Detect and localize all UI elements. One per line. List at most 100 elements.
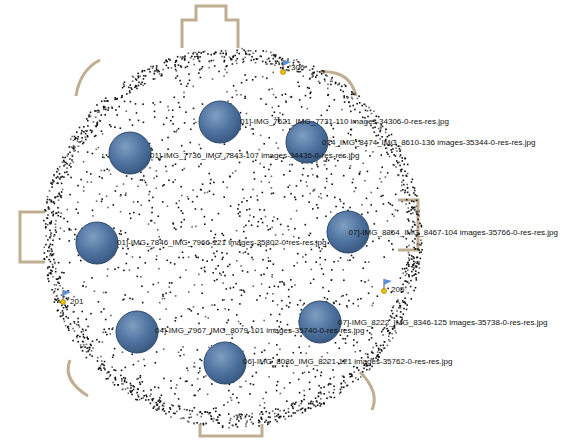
cloud-point (361, 214, 363, 216)
cloud-point (195, 208, 197, 210)
cloud-point (385, 148, 387, 150)
cloud-point (235, 60, 237, 62)
cloud-point (407, 173, 409, 175)
cloud-point (154, 78, 156, 80)
cloud-point (77, 212, 79, 214)
cloud-point (51, 221, 53, 223)
cloud-point (189, 417, 191, 419)
cloud-point (77, 318, 79, 320)
cloud-point (58, 199, 60, 201)
cloud-point (289, 302, 291, 304)
cloud-point (303, 390, 305, 392)
cloud-point (142, 70, 144, 72)
cloud-point (88, 350, 90, 352)
cloud-point (245, 53, 247, 55)
cloud-point (123, 377, 125, 379)
cloud-point (305, 254, 307, 256)
cloud-point (51, 289, 53, 291)
cloud-point (259, 295, 261, 297)
cloud-point (189, 80, 191, 82)
cloud-point (238, 420, 240, 422)
cloud-point (182, 213, 184, 215)
cloud-point (55, 268, 57, 270)
cloud-point (140, 276, 142, 278)
cloud-point (86, 337, 88, 339)
cloud-point (154, 406, 156, 408)
cloud-point (50, 253, 52, 255)
cloud-point (394, 165, 396, 167)
cloud-point (57, 310, 59, 312)
cloud-point (323, 403, 325, 405)
cloud-point (135, 85, 137, 87)
cloud-point (63, 230, 65, 232)
cloud-point (178, 207, 180, 209)
cloud-point (44, 252, 46, 254)
cloud-point (101, 170, 103, 172)
cloud-point (350, 111, 352, 113)
cloud-point (343, 97, 345, 99)
cloud-point (53, 211, 55, 213)
cloud-point (288, 296, 290, 298)
cloud-point (342, 269, 344, 271)
cloud-point (268, 423, 270, 425)
cloud-point (323, 273, 325, 275)
cloud-point (259, 163, 261, 165)
cloud-point (414, 224, 416, 226)
cloud-point (283, 410, 285, 412)
cloud-point (414, 222, 416, 224)
cloud-point (311, 168, 313, 170)
cloud-point (274, 413, 276, 415)
cloud-point (143, 359, 145, 361)
cloud-point (77, 138, 79, 140)
cloud-point (49, 236, 51, 238)
cloud-point (287, 324, 289, 326)
cloud-point (47, 196, 49, 198)
cloud-point (262, 50, 264, 52)
cloud-point (207, 317, 209, 319)
cloud-point (343, 203, 345, 205)
cloud-point (48, 272, 50, 274)
cloud-point (338, 83, 340, 85)
cloud-point (183, 354, 185, 356)
cloud-point (406, 211, 408, 213)
cloud-point (269, 412, 271, 414)
cloud-point (249, 215, 251, 217)
cloud-point (302, 75, 304, 77)
cloud-point (67, 174, 69, 176)
cloud-point (101, 177, 103, 179)
cloud-point (59, 166, 61, 168)
cloud-point (47, 214, 49, 216)
cloud-point (187, 370, 189, 372)
cloud-point (298, 405, 300, 407)
cloud-point (321, 70, 323, 72)
cloud-point (317, 370, 319, 372)
cloud-point (148, 223, 150, 225)
cloud-point (144, 70, 146, 72)
cloud-point (67, 209, 69, 211)
cloud-point (265, 103, 267, 105)
cloud-point (43, 220, 45, 222)
cloud-point (268, 257, 270, 259)
cloud-point (164, 298, 166, 300)
cloud-point (280, 67, 282, 69)
cloud-point (282, 270, 284, 272)
cloud-point (217, 265, 219, 267)
cloud-point (170, 416, 172, 418)
cloud-point (193, 118, 195, 120)
cloud-point (98, 367, 100, 369)
cloud-point (71, 146, 73, 148)
cloud-point (187, 196, 189, 198)
cloud-point (199, 56, 201, 58)
cloud-point (94, 110, 96, 112)
cloud-point (113, 227, 115, 229)
cloud-point (110, 173, 112, 175)
cloud-point (273, 263, 275, 265)
cloud-point (310, 401, 312, 403)
cloud-point (49, 190, 51, 192)
cloud-point (292, 408, 294, 410)
cloud-point (176, 411, 178, 413)
cloud-point (168, 180, 170, 182)
cloud-point (241, 82, 243, 84)
cloud-point (127, 248, 129, 250)
cloud-point (245, 53, 247, 55)
